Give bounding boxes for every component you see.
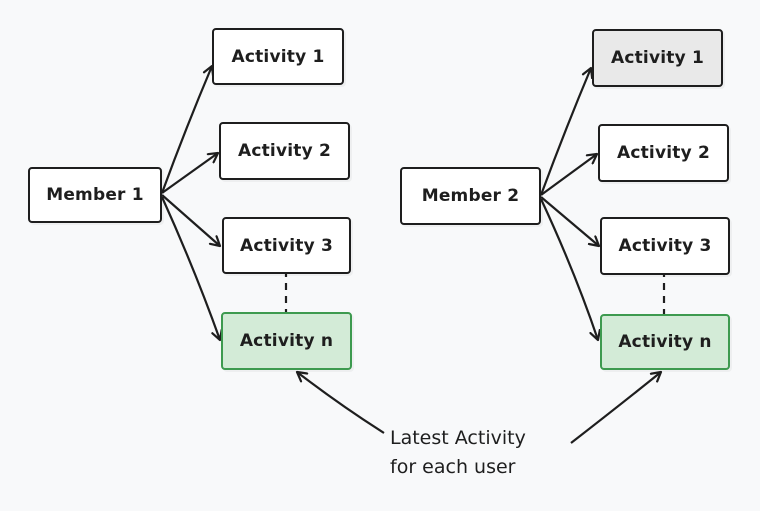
caption-arrow-left [297, 372, 385, 434]
caption-line-2: for each user [390, 456, 516, 478]
caption-arrow-right [570, 372, 661, 444]
arrow-member1-activity2 [161, 153, 218, 194]
activity-node: Activity 3 [222, 217, 351, 274]
latest-activity-node: Activity n [221, 312, 352, 370]
member-node: Member 1 [28, 167, 162, 223]
arrow-member2-activity2 [540, 154, 597, 196]
activity-node: Activity 2 [219, 122, 350, 180]
arrow-member1-activity1 [160, 66, 212, 194]
arrow-member2-activity3 [540, 196, 599, 246]
latest-activity-node: Activity n [600, 314, 730, 370]
member-node: Member 2 [400, 167, 541, 225]
activity-node: Activity 3 [600, 217, 730, 275]
activity-node: Activity 1 [592, 29, 723, 87]
arrow-member1-activity-n [160, 196, 220, 340]
arrow-member1-activity3 [161, 194, 220, 246]
activity-node: Activity 2 [598, 124, 729, 182]
arrow-member2-activity1 [539, 68, 591, 196]
caption: Latest Activity for each user [390, 424, 526, 482]
caption-line-1: Latest Activity [390, 427, 526, 449]
arrow-member2-activity-n [540, 198, 598, 340]
activity-node: Activity 1 [212, 28, 344, 85]
